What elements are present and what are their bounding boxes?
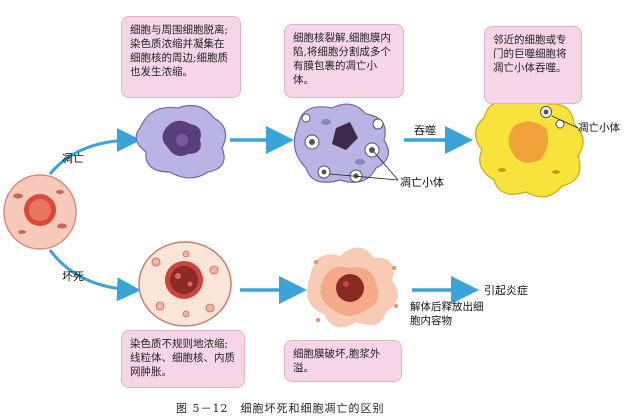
apoptosis-label: 凋亡 — [62, 152, 84, 165]
description-box-phagocytosis: 邻近的细胞或专门的巨噬细胞将凋亡小体吞噬。 — [484, 26, 582, 104]
description-box-fragmentation: 细胞核裂解,细胞膜内陷,将细胞分割成多个有膜包裹的凋亡小体。 — [284, 24, 404, 98]
release-contents-label: 解体后释放出细胞内容物 — [410, 301, 484, 327]
necrosis-branch-arrow — [48, 249, 141, 302]
apoptotic-body-label: 凋亡小体 — [400, 176, 444, 189]
description-box-shrinkage: 细胞与周围细胞脱离;染色质浓缩并凝集在细胞核的周边;细胞质也发生浓缩。 — [121, 16, 241, 98]
apoptotic-body-label-macrophage: 凋亡小体 — [578, 122, 620, 134]
phagocytosis-label: 吞噬 — [414, 124, 436, 137]
figure-caption: 图 5－12 细胞坏死和细胞凋亡的区别 — [176, 402, 385, 415]
fragmenting-cell — [293, 103, 390, 183]
normal-cell — [3, 174, 77, 250]
description-box-swelling: 染色质不规则地浓缩;线粒体、细胞核、内质网肿胀。 — [121, 330, 245, 388]
apoptosis-branch-arrow — [48, 128, 141, 175]
shrinking-cell — [135, 105, 227, 179]
description-box-rupture: 细胞膜破坏,胞浆外溢。 — [284, 340, 402, 382]
macrophage-cell — [474, 94, 584, 198]
ruptured-cell — [307, 247, 398, 328]
swollen-cell — [138, 241, 232, 327]
inflammation-label: 引起炎症 — [484, 284, 528, 297]
necrosis-label: 坏死 — [62, 270, 84, 283]
